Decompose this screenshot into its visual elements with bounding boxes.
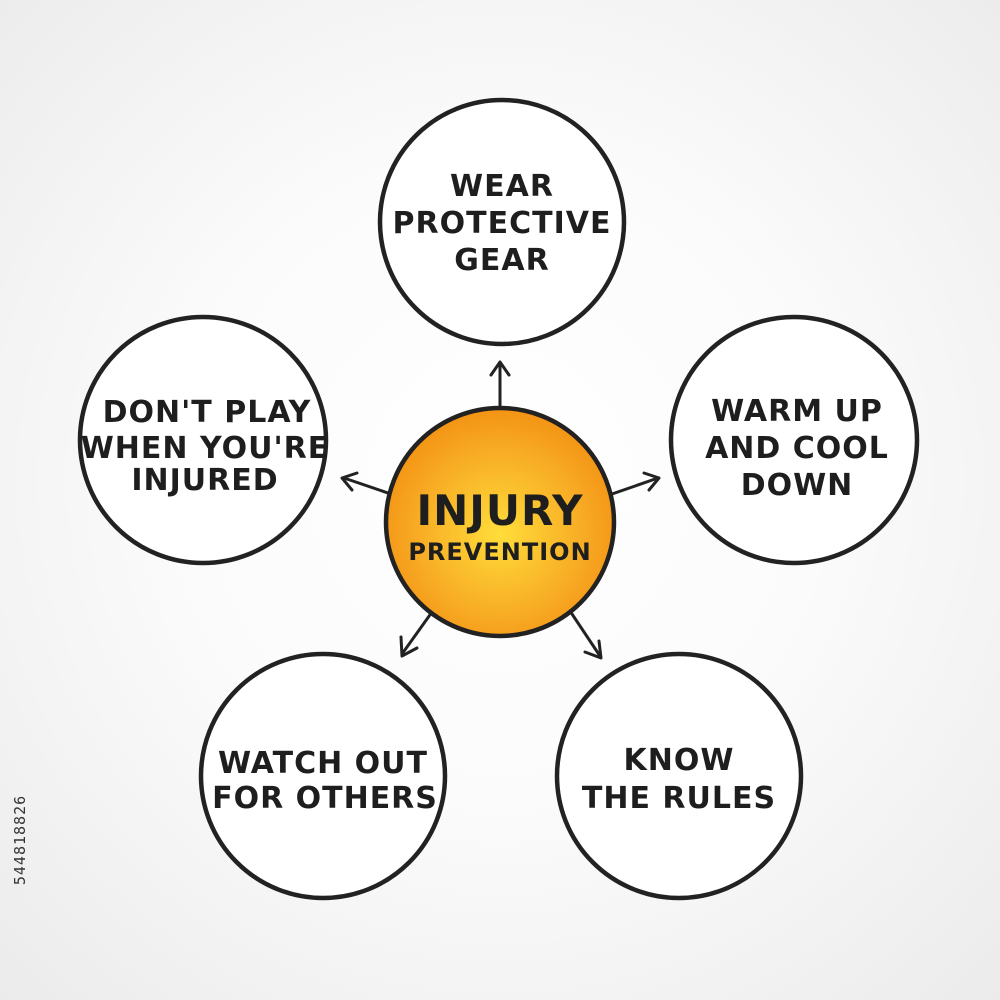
- node-left-line-2: WHEN YOU'RE: [81, 431, 330, 466]
- arrow-to-bottom-left: [399, 610, 434, 658]
- node-left: DON'T PLAY WHEN YOU'RE INJURED: [77, 314, 330, 566]
- node-right: WARM UP AND COOL DOWN: [668, 314, 920, 566]
- node-bottom-left-circle: [198, 651, 448, 901]
- node-top-circle: [377, 97, 627, 347]
- center-node: INJURY PREVENTION: [383, 405, 617, 639]
- arrow-to-bottom-right: [570, 612, 603, 660]
- center-subtitle: PREVENTION: [408, 538, 591, 566]
- node-left-line-1: DON'T PLAY: [103, 395, 312, 430]
- node-left-line-3: INJURED: [131, 463, 278, 498]
- center-circle: [383, 405, 617, 639]
- arrow-to-top: [489, 360, 511, 410]
- stock-id-text: 544818826: [11, 794, 29, 886]
- node-top: WEAR PROTECTIVE GEAR: [377, 97, 627, 347]
- node-bottom-right-line-1: KNOW: [624, 743, 735, 778]
- node-top-line-2: PROTECTIVE: [393, 206, 612, 241]
- node-left-circle: [77, 314, 329, 566]
- node-top-line-1: WEAR: [450, 169, 554, 204]
- node-right-line-3: DOWN: [741, 468, 854, 503]
- node-bottom-right-line-2: THE RULES: [582, 781, 776, 816]
- center-title: INJURY: [417, 486, 584, 535]
- node-bottom-left-line-1: WATCH OUT: [218, 746, 428, 781]
- node-right-line-2: AND COOL: [705, 431, 889, 466]
- arrow-to-right: [610, 471, 661, 496]
- node-bottom-left-line-2: FOR OTHERS: [212, 781, 438, 816]
- stock-id-watermark: 544818826: [6, 765, 34, 915]
- node-bottom-left: WATCH OUT FOR OTHERS: [198, 651, 448, 901]
- node-bottom-right-circle: [554, 651, 804, 901]
- node-right-circle: [668, 314, 920, 566]
- node-top-line-3: GEAR: [454, 243, 549, 278]
- node-bottom-right: KNOW THE RULES: [554, 651, 804, 901]
- arrow-to-left: [340, 471, 390, 495]
- node-right-line-1: WARM UP: [711, 394, 883, 429]
